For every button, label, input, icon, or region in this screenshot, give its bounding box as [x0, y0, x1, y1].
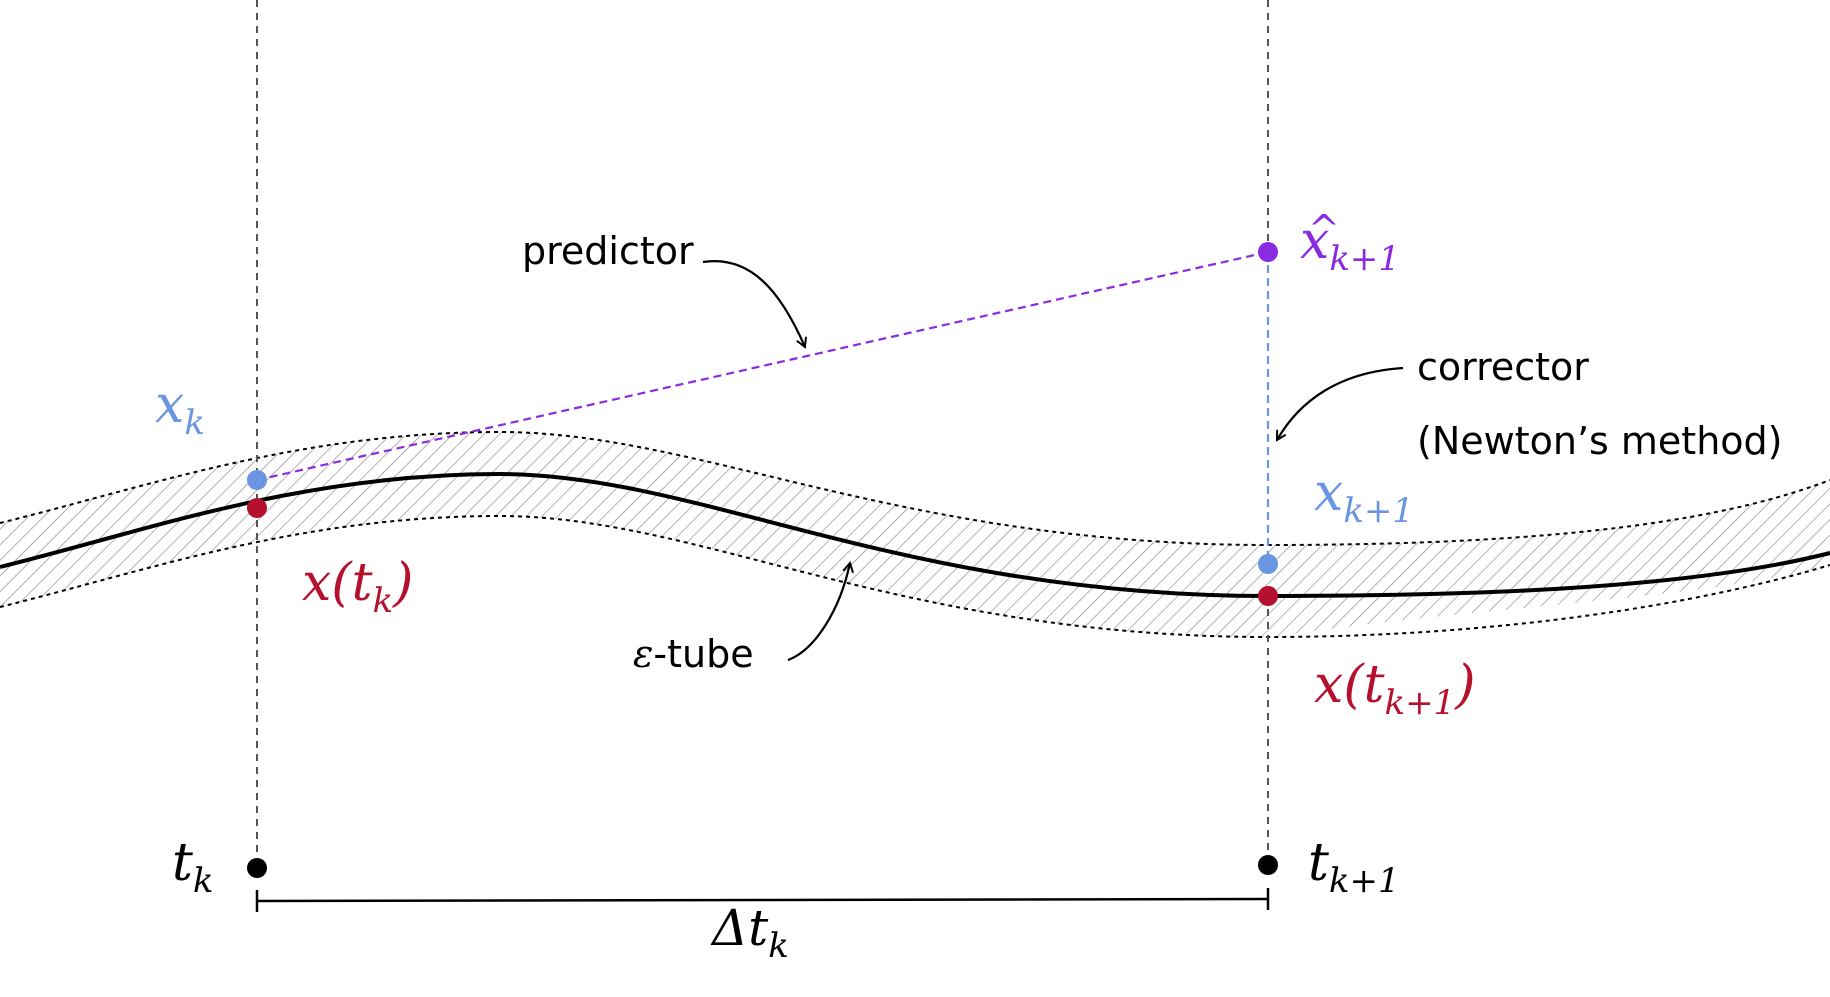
xk-label: xk: [155, 375, 205, 443]
point-solution-tk: [247, 498, 267, 518]
point-tk1: [1258, 855, 1278, 875]
solution-tk-label: x(tk): [302, 553, 413, 621]
predictor-arrow: [702, 260, 805, 347]
point-xk: [247, 470, 267, 490]
point-xhat-k1: [1258, 242, 1278, 262]
solution-tk1-label: x(tk+1): [1314, 655, 1476, 723]
point-xk1: [1258, 554, 1278, 574]
corrector-label: corrector: [1417, 345, 1589, 389]
corrector-arrow: [1277, 366, 1404, 440]
tube-arrow: [787, 563, 850, 662]
xhat-label: xk+1: [1300, 211, 1400, 279]
xk1-label: xk+1: [1314, 463, 1414, 531]
predictor-label: predictor: [522, 229, 694, 273]
point-tk: [247, 858, 267, 878]
delta-bar: [256, 897, 1269, 903]
epsilon-tube: [0, 432, 1830, 637]
epsilon-tube-lower-boundary: [0, 514, 1830, 639]
tk1-label: tk+1: [1308, 833, 1400, 901]
predictor-line: [256, 250, 1269, 482]
xhat-hat-label: ^: [1308, 207, 1340, 251]
delta-tk-label: Δtk: [710, 899, 789, 966]
point-solution-tk1: [1258, 586, 1278, 606]
tube-label: ε-tube: [633, 632, 754, 676]
tk-label: tk: [172, 833, 214, 901]
corrector-method-label: (Newton’s method): [1417, 419, 1782, 463]
